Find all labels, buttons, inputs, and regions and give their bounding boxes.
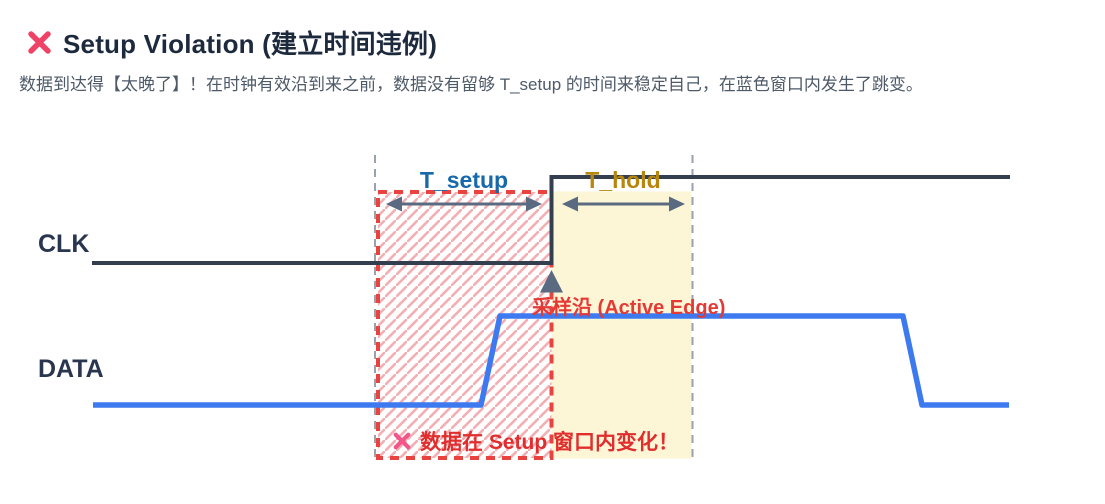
violation-cross-icon [393, 432, 411, 450]
red-cross-icon [28, 31, 51, 54]
setup-window [376, 190, 554, 460]
t-hold-arrowhead-left [562, 196, 578, 212]
t-setup-arrowhead-left [386, 196, 402, 212]
t-hold-arrowhead-right [669, 196, 685, 212]
active-edge-label: 采样沿 (Active Edge) [532, 297, 726, 319]
data-waveform [93, 313, 1009, 408]
t-hold-label: T_hold [585, 167, 661, 193]
active-edge-marker [540, 270, 563, 293]
t-hold-arrow [562, 196, 685, 212]
t-setup-label: T_setup [419, 167, 509, 193]
red-cross-strokes [28, 31, 51, 54]
t-setup-arrow [386, 196, 542, 212]
page-title: Setup Violation (建立时间违例) [63, 29, 438, 59]
clk-waveform [92, 175, 1010, 265]
violation-label: 数据在 Setup 窗口内变化！ [420, 431, 680, 454]
hold-window [551, 191, 692, 459]
t-setup-arrowhead-right [526, 196, 542, 212]
violation-callout: 数据在 Setup 窗口内变化！ [392, 426, 679, 456]
clk-signal-label: CLK [38, 230, 90, 258]
page-subtitle: 数据到达得【太晚了】！在时钟有效沿到来之前，数据没有留够 T_setup 的时间… [19, 75, 923, 94]
data-signal-label: DATA [38, 355, 104, 383]
